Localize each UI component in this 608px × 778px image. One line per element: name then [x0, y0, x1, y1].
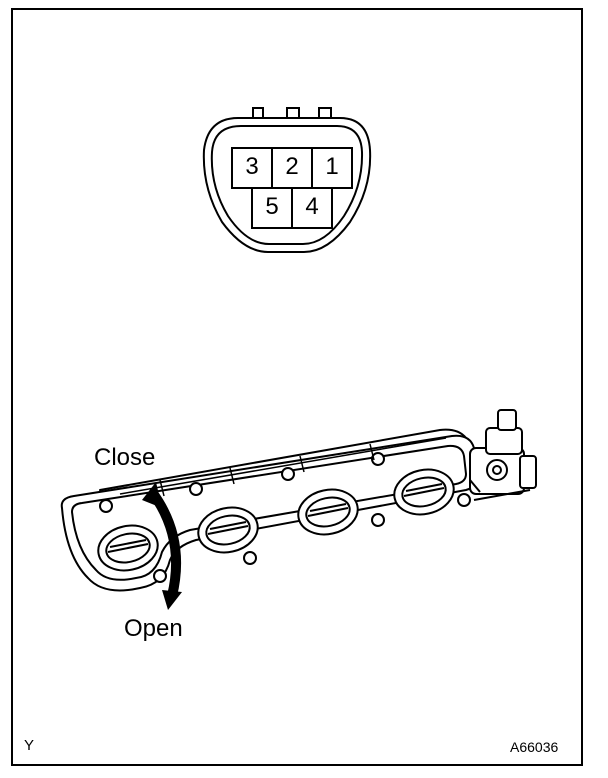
manifold-ribs: [119, 437, 447, 497]
pin-5-label: 5: [265, 193, 279, 220]
corner-code-left: Y: [24, 737, 35, 754]
runner-ports: [97, 468, 455, 572]
connector-pin-grid: [231, 147, 353, 229]
figure-frame: [11, 8, 583, 766]
pin-4-label: 4: [305, 193, 319, 220]
pin-2-label: 2: [285, 153, 299, 180]
connector-housing: [202, 107, 372, 253]
close-label: Close: [94, 444, 156, 471]
pin-1-label: 1: [325, 153, 339, 180]
figure-id: A66036: [510, 739, 559, 755]
rotation-arrow-icon: [142, 482, 182, 610]
pin-cell-4: [291, 187, 333, 229]
pin-3-label: 3: [245, 153, 259, 180]
valve-actuator: [469, 409, 537, 501]
open-label: Open: [124, 615, 183, 642]
